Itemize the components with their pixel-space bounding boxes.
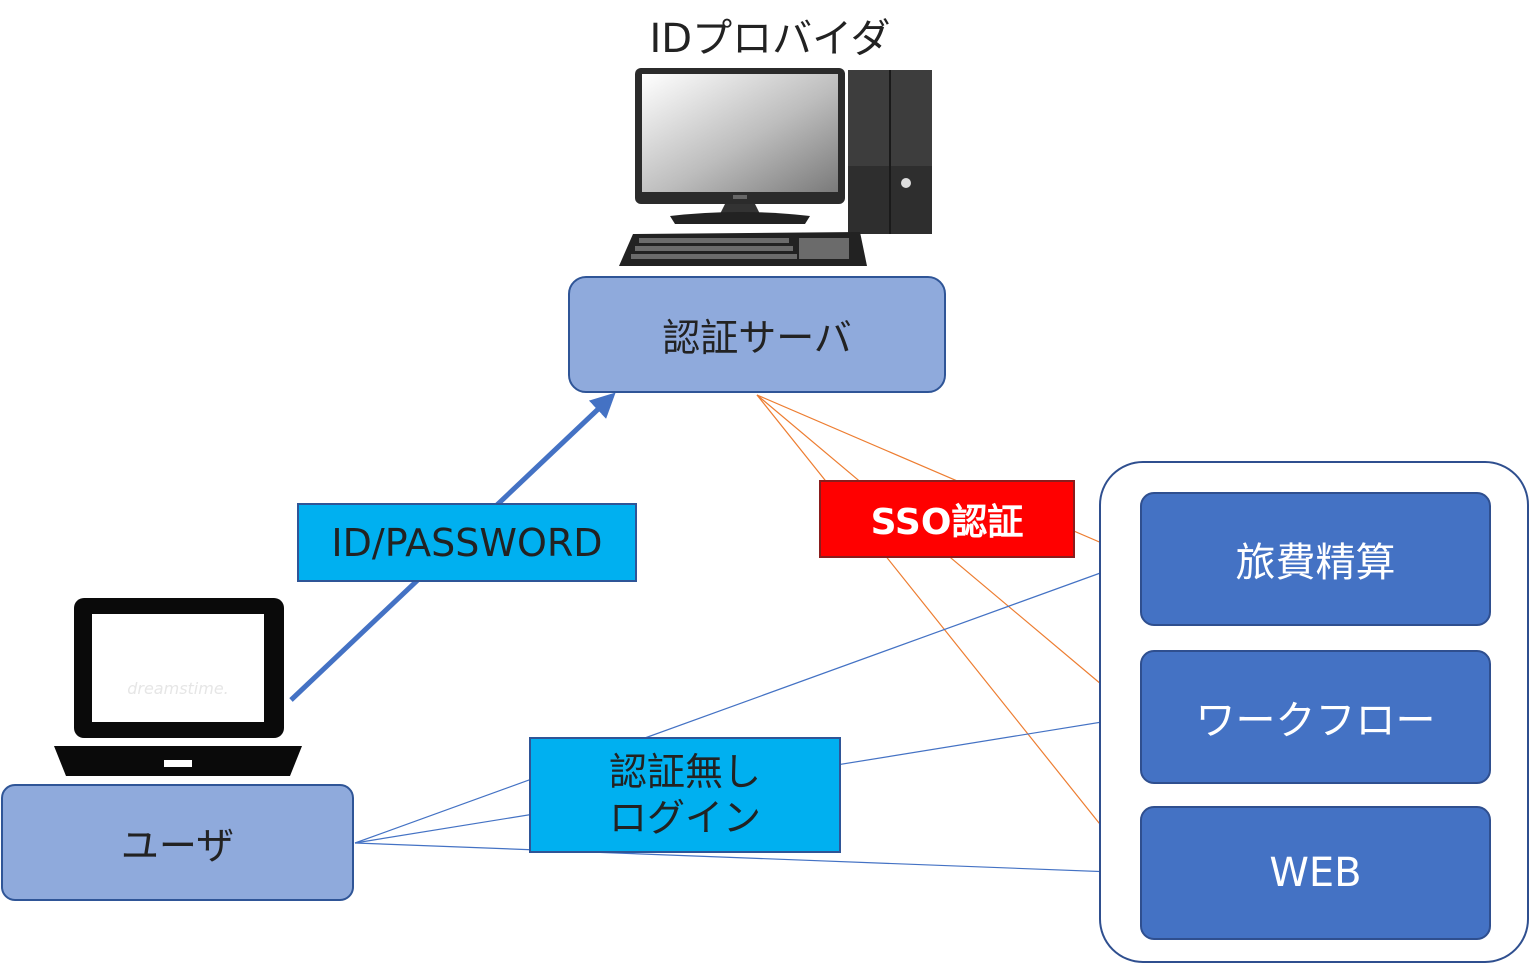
app-box-workflow: ワークフロー [1140,650,1491,784]
idp-title: IDプロバイダ [649,16,891,62]
sso-line-web [756,394,1141,875]
laptop-icon: dreamstime. [54,598,302,776]
noauth-line-web [354,842,1142,879]
no-auth-login-label: 認証無し ログイン [529,737,841,853]
noauth-line-travel [354,556,1142,844]
sso-line-travel [756,394,1142,561]
id-password-label: ID/PASSWORD [297,503,637,582]
desktop-computer-icon [619,68,932,266]
app-box-travel-expense: 旅費精算 [1140,492,1491,626]
sso-auth-label: SSO認証 [819,480,1075,558]
laptop-watermark: dreamstime. [127,679,229,698]
no-auth-label-line1: 認証無し [608,750,761,794]
app-box-web: WEB [1140,806,1491,940]
user-box: ユーザ [1,784,354,901]
auth-server-box: 認証サーバ [568,276,946,393]
no-auth-label-line2: ログイン [608,796,761,840]
